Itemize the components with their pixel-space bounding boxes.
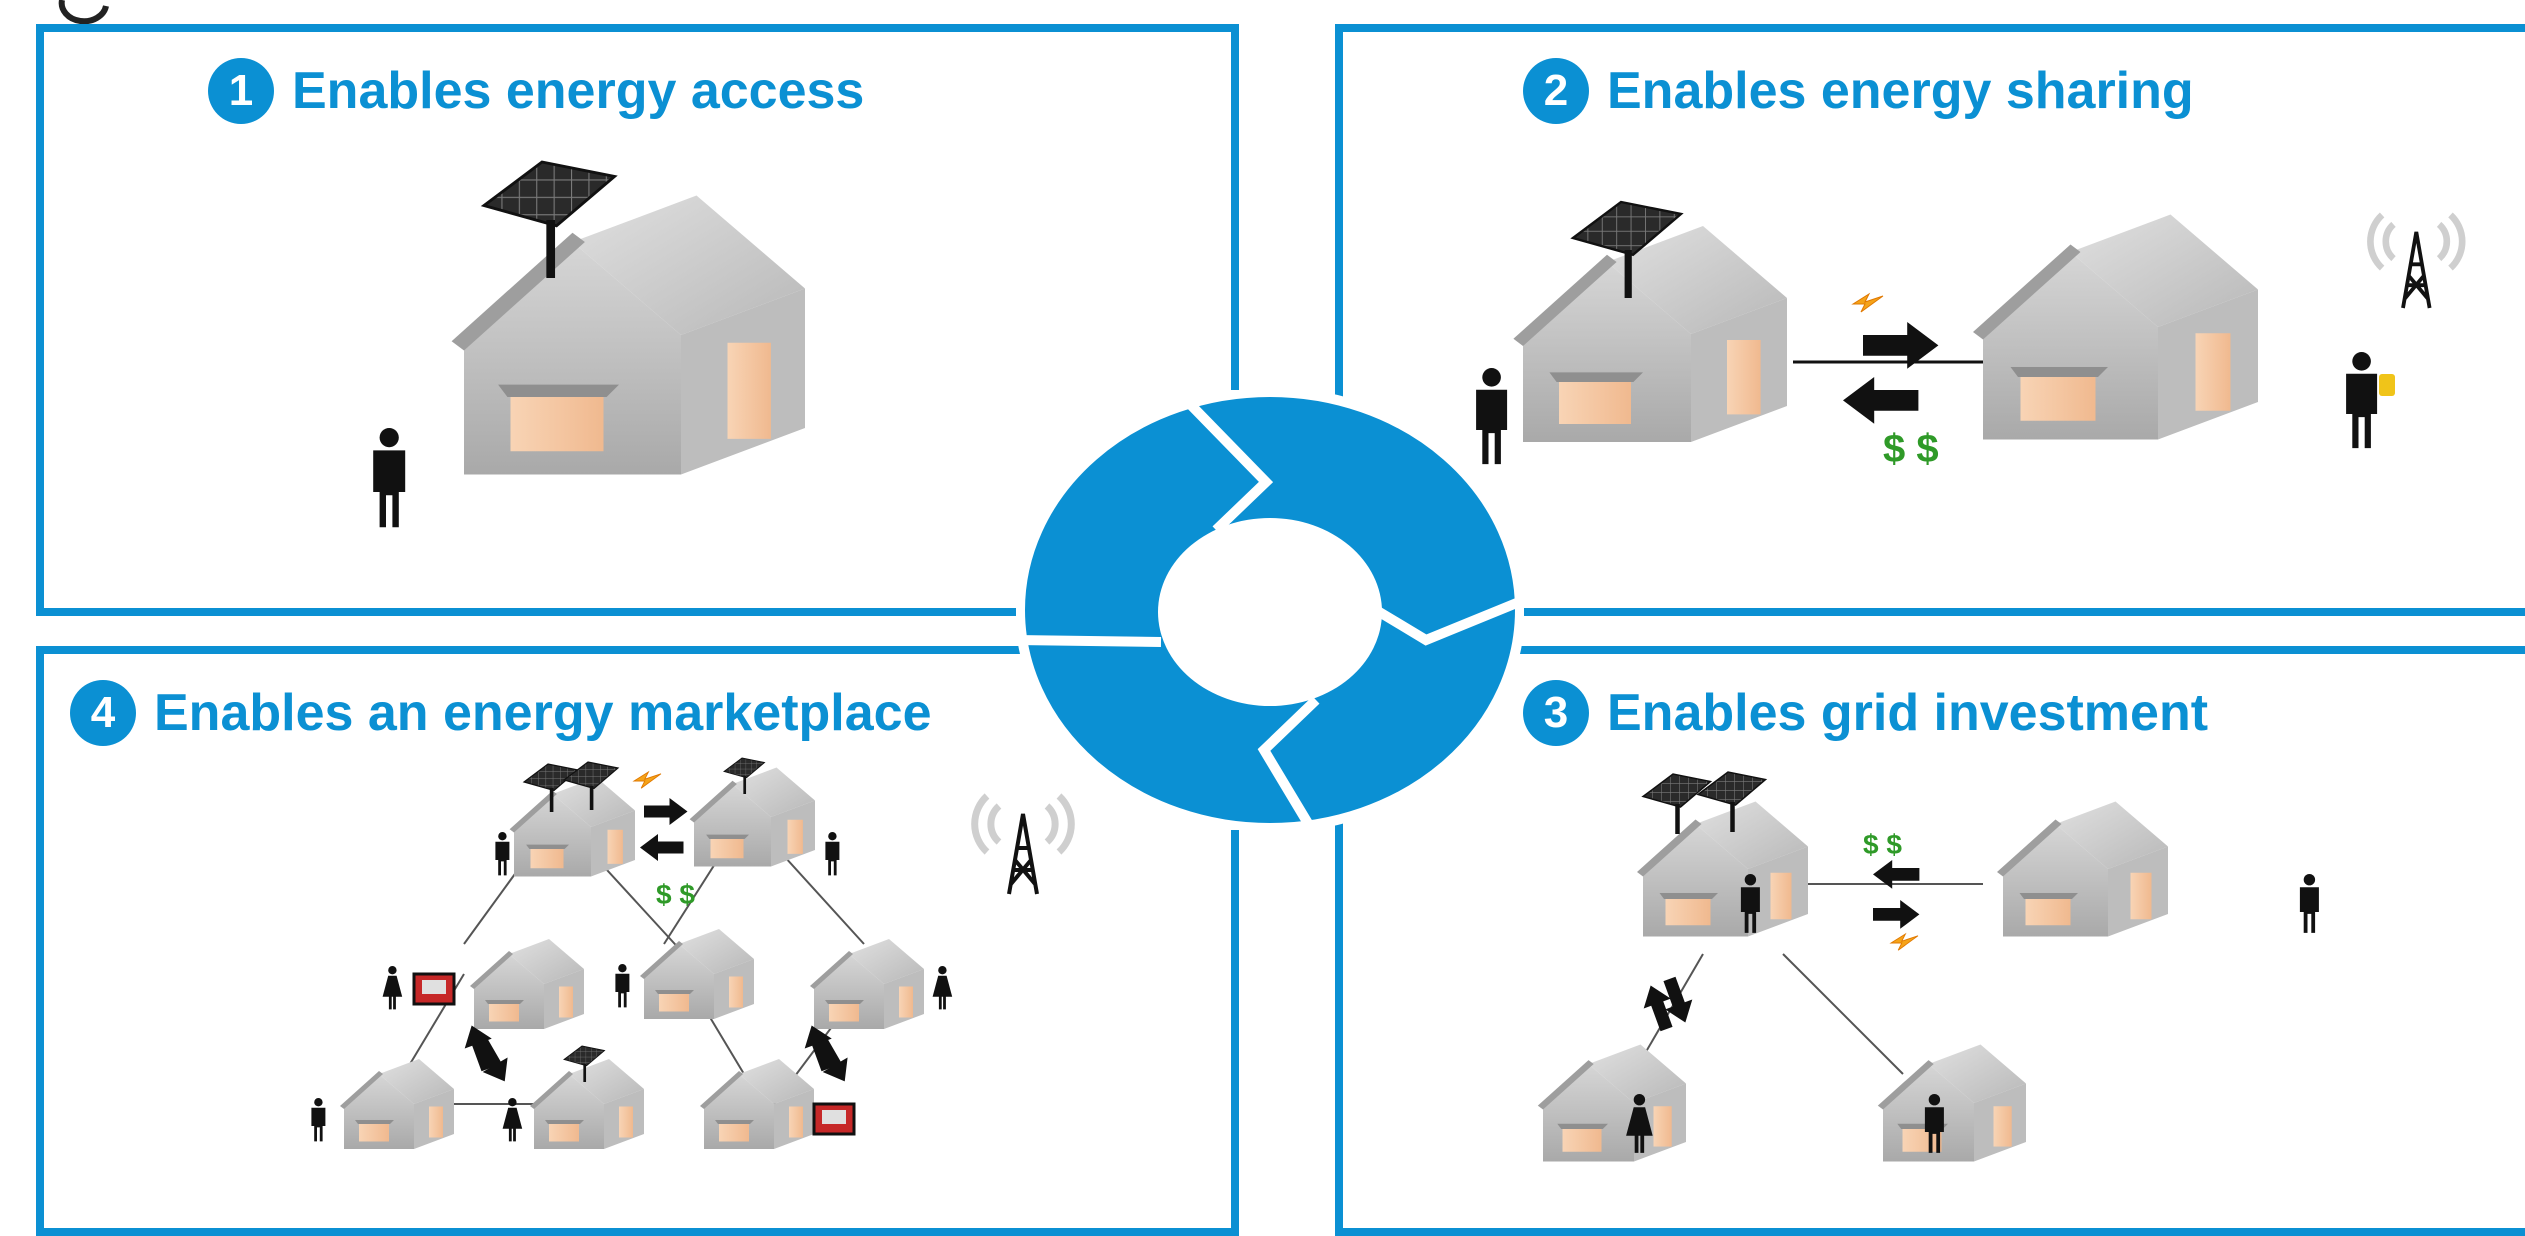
step-badge-1: 1 <box>208 58 274 124</box>
person-icon <box>932 966 953 1010</box>
house-icon <box>1513 226 1787 442</box>
energy-sharing-illustration: $ $ <box>1476 200 2525 471</box>
panel-heading-4: Enables an energy marketplace <box>154 684 932 742</box>
electricity-icon <box>633 771 662 789</box>
person-icon <box>311 1098 326 1142</box>
house-icon <box>1973 214 2258 440</box>
panel-energy-sharing: 2 Enables energy sharing $ $ <box>1335 24 2525 616</box>
step-badge-2: 2 <box>1523 58 1589 124</box>
panel-title-2: 2 Enables energy sharing <box>1523 58 2194 124</box>
generator-icon <box>812 1102 856 1136</box>
house-icon <box>340 1059 454 1149</box>
panel-title-1: 1 Enables energy access <box>208 58 864 124</box>
panel-heading-1: Enables energy access <box>292 62 865 120</box>
panel-heading-3: Enables grid investment <box>1607 684 2209 742</box>
house-icon <box>1637 801 1808 937</box>
person-icon <box>382 966 403 1010</box>
step-badge-4: 4 <box>70 680 136 746</box>
cycle-segment-dividers <box>1016 398 1524 830</box>
money-symbols: $ $ <box>1863 829 1902 860</box>
generator-icon <box>412 972 456 1006</box>
grid-investment-illustration: $ $ <box>1537 771 2319 1162</box>
energy-marketplace-illustration: $ $ <box>311 757 1231 1149</box>
panel-energy-access: 1 Enables energy access <box>36 24 1239 616</box>
house-icon <box>1997 801 2168 937</box>
panel-title-4: 4 Enables an energy marketplace <box>70 680 932 746</box>
cycle-ring-graphic <box>1016 390 1524 830</box>
cycle-ring-hole <box>1158 518 1382 706</box>
cell-tower-icon <box>2370 215 2462 308</box>
step-badge-3: 3 <box>1523 680 1589 746</box>
panel-energy-marketplace: 4 Enables an energy marketplace $ $ <box>36 646 1239 1236</box>
person-icon <box>2299 874 2319 933</box>
arrow-left-icon <box>1843 377 1919 424</box>
panel-grid-investment: 3 Enables grid investment $ $ <box>1335 646 2525 1236</box>
person-icon <box>495 832 510 876</box>
house-icon <box>470 939 584 1029</box>
house-icon <box>1877 1044 2026 1162</box>
arrow-left-icon <box>640 834 684 861</box>
electricity-icon <box>1890 933 1919 951</box>
person-with-phone-icon <box>2346 352 2378 449</box>
house-icon <box>451 195 805 475</box>
cropped-heading-fragment <box>58 0 109 24</box>
person-icon <box>373 428 406 528</box>
house-icon <box>509 777 635 877</box>
house-icon <box>1537 1044 1686 1162</box>
electricity-icon <box>1852 293 1884 313</box>
person-icon <box>825 832 840 876</box>
panel-heading-2: Enables energy sharing <box>1607 62 2194 120</box>
panel-title-3: 3 Enables grid investment <box>1523 680 2208 746</box>
arrow-right-icon <box>1873 900 1920 929</box>
money-symbols: $ $ <box>1883 427 1939 471</box>
house-icon <box>530 1059 644 1149</box>
person-icon <box>615 964 630 1008</box>
house-icon <box>640 929 754 1019</box>
house-icon <box>810 939 924 1029</box>
house-icon <box>689 767 815 867</box>
money-symbols: $ $ <box>656 879 695 910</box>
arrow-right-icon <box>644 798 688 825</box>
